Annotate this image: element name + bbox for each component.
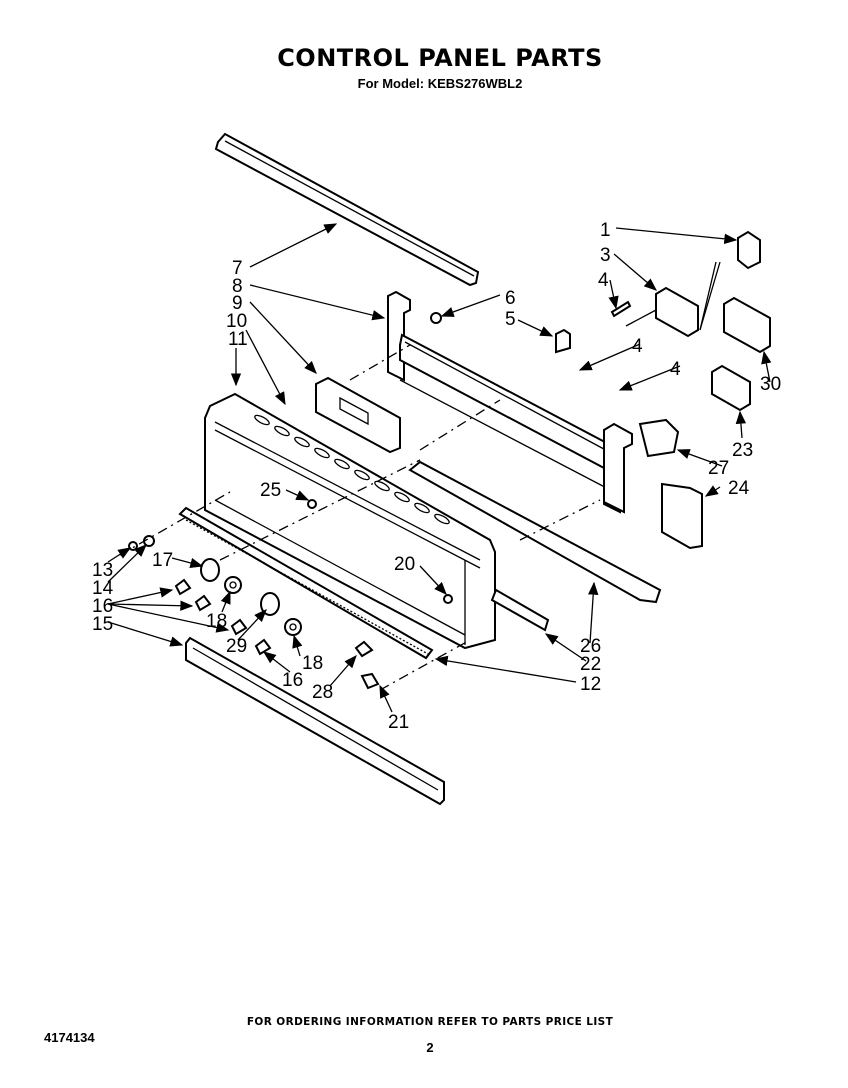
callout-16: 16: [92, 596, 113, 617]
callout-27: 27: [708, 458, 729, 479]
callout-3: 3: [600, 245, 611, 266]
part-27-lamp-socket: [638, 418, 680, 458]
part-12-touch-strip: [178, 506, 434, 660]
callout-21: 21: [388, 712, 409, 733]
part-3-control: [625, 286, 699, 338]
callout-20: 20: [394, 554, 415, 575]
part-24-bracket: [661, 482, 703, 550]
part-11-console-frame: [204, 392, 496, 650]
callout-12: 12: [580, 674, 601, 695]
callout-1: 1: [600, 220, 611, 241]
part-6-nut: [430, 312, 442, 324]
part-15-lower-trim: [185, 636, 445, 806]
part-23-relay: [711, 364, 751, 412]
callout-29: 29: [226, 636, 247, 657]
part-16-knob-b: [194, 594, 212, 612]
knob-parts: [128, 499, 453, 690]
part-16-knob-d: [254, 638, 272, 656]
part-9-display-board: [315, 376, 401, 454]
part-18b-knob: [284, 618, 302, 636]
assembly-lines: [119, 261, 721, 691]
callout-9: 9: [232, 293, 243, 314]
callout-10: 10: [226, 311, 247, 332]
callout-16b: 16: [282, 670, 303, 691]
callout-7: 7: [232, 258, 243, 279]
part-18-knob: [224, 576, 242, 594]
part-30-control: [723, 296, 771, 354]
callout-13: 13: [92, 560, 113, 581]
callout-25: 25: [260, 480, 281, 501]
part-8-bracket: [387, 290, 411, 382]
document-number: 4174134: [44, 1030, 95, 1045]
callout-28: 28: [312, 682, 333, 703]
page-title: CONTROL PANEL PARTS: [277, 44, 603, 72]
model-subtitle: For Model: KEBS276WBL2: [357, 76, 523, 91]
part-16-knob-a: [174, 578, 192, 596]
part-17-dial: [200, 558, 220, 582]
callout-4: 4: [598, 270, 609, 291]
page-number: 2: [426, 1040, 434, 1055]
leader-arrows: [107, 223, 772, 713]
callout-22: 22: [580, 654, 601, 675]
callout-14: 14: [92, 578, 114, 599]
part-20-screw: [443, 594, 453, 604]
part-16-knob-c: [230, 618, 248, 636]
callout-8: 8: [232, 276, 243, 297]
ordering-note: FOR ORDERING INFORMATION REFER TO PARTS …: [246, 1016, 614, 1028]
part-1-switch: [737, 230, 761, 270]
callout-4c: 4: [670, 359, 681, 380]
callout-labels: 1 3 4 4 4 5 6 7 8 9 10 11 12 13 14 15 16…: [92, 220, 781, 733]
part-4-shaft: [610, 300, 632, 318]
control-mounting-plate: [399, 333, 633, 514]
callout-11: 11: [228, 329, 248, 350]
part-28-knob: [354, 640, 374, 658]
callout-17: 17: [152, 550, 173, 571]
callout-4b: 4: [632, 336, 643, 357]
callout-5: 5: [505, 309, 516, 330]
callout-24: 24: [728, 478, 750, 499]
part-22-rail: [490, 588, 550, 632]
callout-18: 18: [206, 611, 227, 632]
callout-6: 6: [505, 288, 516, 309]
part-25-screw: [307, 499, 317, 509]
part-21-fastener: [360, 672, 380, 690]
callout-30: 30: [760, 374, 781, 395]
callout-26: 26: [580, 636, 601, 657]
part-5-clip: [555, 328, 571, 354]
callout-23: 23: [732, 440, 753, 461]
part-13-screw: [128, 541, 138, 551]
callout-18b: 18: [302, 653, 323, 674]
callout-15: 15: [92, 614, 113, 635]
part-7-trim-strip: [214, 132, 480, 287]
